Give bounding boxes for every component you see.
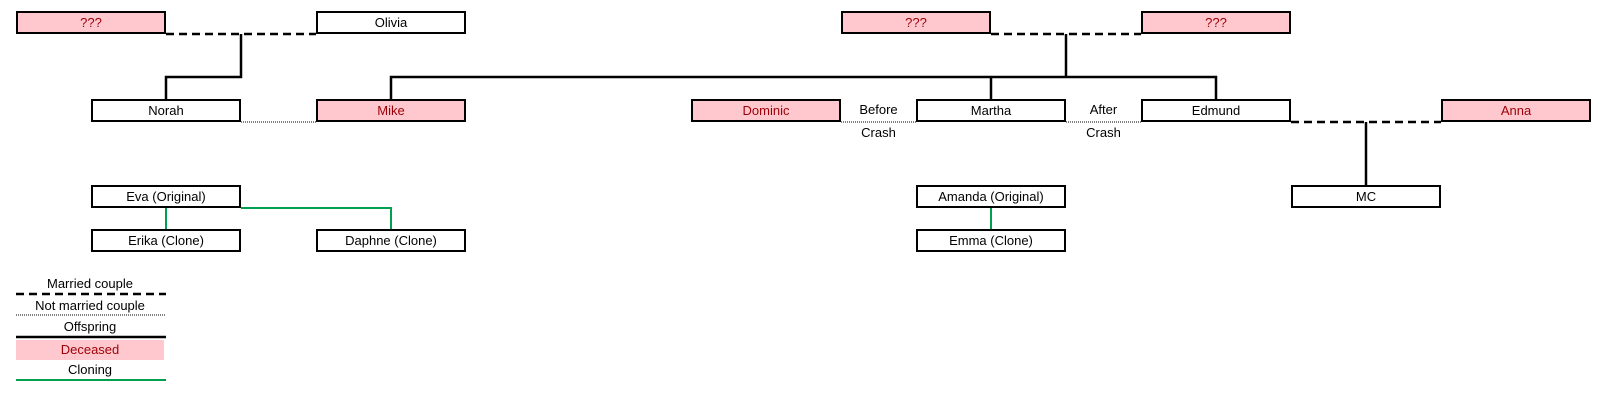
node-mike: Mike xyxy=(316,99,466,122)
legend-married-label: Married couple xyxy=(47,276,133,291)
before-crash-label: Crash xyxy=(861,125,896,140)
node-unknown-2: ??? xyxy=(841,11,991,34)
after-label: After xyxy=(1089,102,1118,117)
node-daphne: Daphne (Clone) xyxy=(316,229,466,252)
node-amanda: Amanda (Original) xyxy=(916,185,1066,208)
offspring-line-mike-martha-edmund xyxy=(389,75,1218,99)
node-anna: Anna xyxy=(1441,99,1591,122)
offspring-line-norah xyxy=(164,34,243,99)
legend-offspring-label: Offspring xyxy=(63,319,117,334)
node-eva: Eva (Original) xyxy=(91,185,241,208)
node-unknown-1: ??? xyxy=(16,11,166,34)
cloning-line-eva-daphne xyxy=(241,207,392,229)
before-label: Before xyxy=(859,102,898,117)
legend-cloning-label: Cloning xyxy=(67,362,113,377)
node-martha: Martha xyxy=(916,99,1066,122)
legend-deceased-swatch: Deceased xyxy=(16,340,164,360)
node-emma: Emma (Clone) xyxy=(916,229,1066,252)
legend-not-married-label: Not married couple xyxy=(35,298,145,313)
after-crash-label: Crash xyxy=(1086,125,1121,140)
node-norah: Norah xyxy=(91,99,241,122)
node-olivia: Olivia xyxy=(316,11,466,34)
node-mc: MC xyxy=(1291,185,1441,208)
node-unknown-3: ??? xyxy=(1141,11,1291,34)
node-dominic: Dominic xyxy=(691,99,841,122)
node-edmund: Edmund xyxy=(1141,99,1291,122)
node-erika: Erika (Clone) xyxy=(91,229,241,252)
